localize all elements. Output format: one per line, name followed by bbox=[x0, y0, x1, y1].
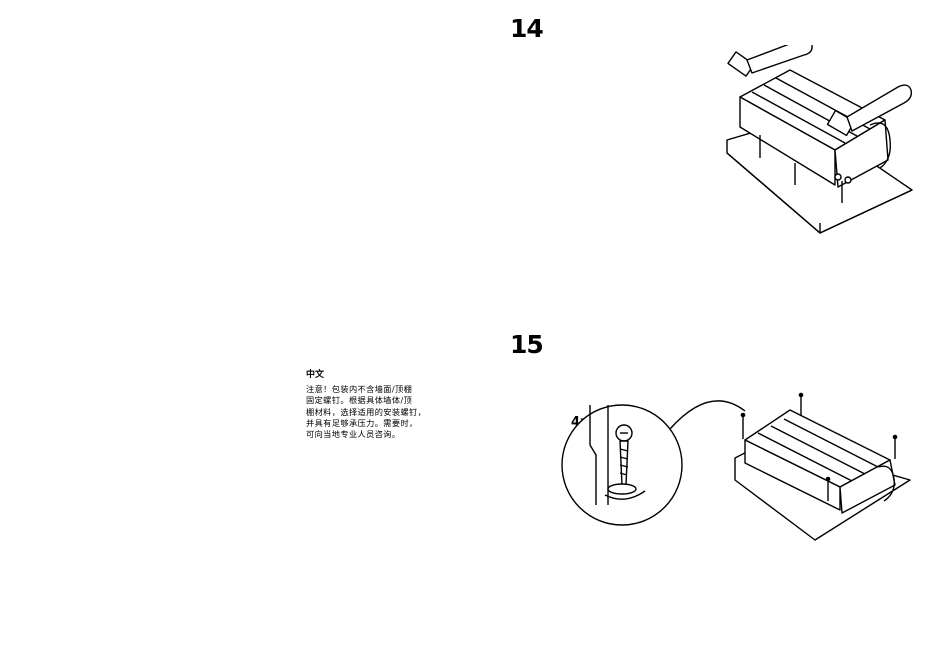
step-number-15: 15 bbox=[510, 330, 543, 359]
notice-text: 注意！包装内不含墙面/顶棚 固定螺钉。根据具体墙体/顶 棚材料，选择适用的安装螺… bbox=[306, 384, 456, 440]
step-15-illustration bbox=[560, 385, 920, 545]
step-14-illustration bbox=[720, 45, 920, 235]
safety-notice: 中文 注意！包装内不含墙面/顶棚 固定螺钉。根据具体墙体/顶 棚材料，选择适用的… bbox=[306, 367, 456, 440]
language-heading: 中文 bbox=[306, 367, 456, 380]
step-number-14: 14 bbox=[510, 14, 543, 43]
